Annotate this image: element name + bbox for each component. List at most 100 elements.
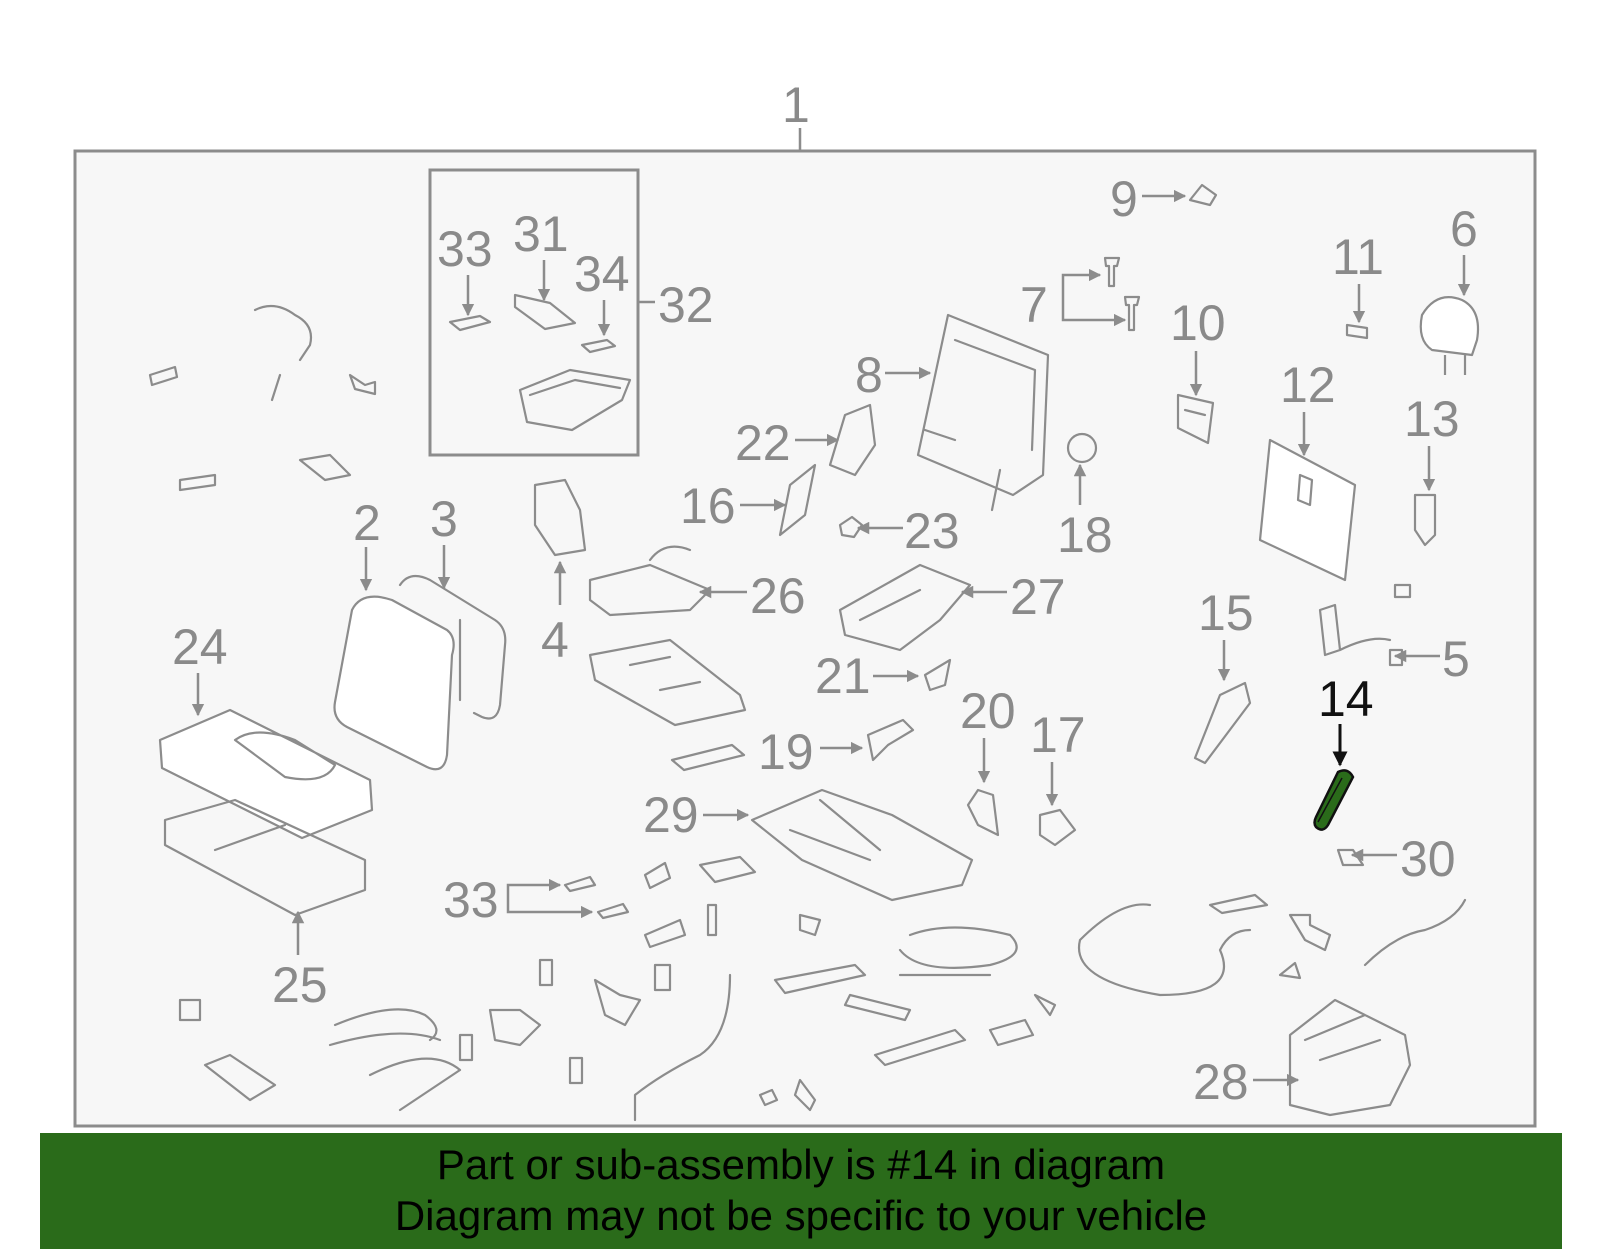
part-bracket-b	[670, 743, 746, 772]
callout-29: 29	[643, 787, 750, 843]
part-misc-6	[1208, 893, 1269, 915]
svg-text:8: 8	[855, 347, 883, 403]
part-34-clip	[448, 314, 492, 332]
callout-24: 24	[172, 619, 228, 717]
part-33-cover	[513, 293, 577, 331]
svg-text:17: 17	[1030, 707, 1086, 763]
callout-28: 28	[1193, 1054, 1300, 1110]
part-rail-1	[773, 963, 912, 1022]
part-clip-b	[178, 473, 217, 492]
callout-21: 21	[815, 648, 920, 704]
svg-text:5: 5	[1442, 631, 1470, 687]
callout-31: 33	[443, 872, 594, 928]
callout-11: 11	[1332, 229, 1384, 324]
part-11-clip	[1345, 323, 1369, 340]
svg-text:31: 31	[513, 206, 569, 262]
part-misc-7	[1288, 913, 1332, 952]
callout-27: 27	[960, 569, 1066, 625]
label-assembly: 1	[782, 77, 810, 133]
part-30-clip	[1336, 848, 1365, 867]
callout-33: 31	[513, 206, 569, 302]
part-18-knob	[1066, 432, 1098, 464]
svg-text:3: 3	[430, 491, 458, 547]
svg-text:24: 24	[172, 619, 228, 675]
part-13-clip	[1413, 493, 1437, 547]
part-misc-19	[758, 1078, 817, 1112]
group-box-32	[428, 168, 640, 457]
callout-16: 16	[680, 478, 787, 534]
svg-text:25: 25	[272, 957, 328, 1013]
part-10-bracket	[1176, 393, 1215, 445]
callout-13: 13	[1404, 391, 1460, 492]
part-misc-2	[698, 855, 757, 884]
part-misc-10	[593, 978, 642, 1027]
callout-17: 17	[1030, 707, 1086, 807]
part-21-clip	[923, 658, 952, 692]
callout-30: 30	[1350, 831, 1456, 887]
part-harness-a	[253, 304, 313, 402]
part-misc-3	[643, 918, 687, 949]
part-misc-14	[178, 998, 202, 1022]
svg-text:27: 27	[1010, 569, 1066, 625]
svg-text:26: 26	[750, 568, 806, 624]
part-misc-11	[653, 963, 672, 992]
part-7-bolt-b	[1123, 295, 1141, 332]
callout-15: 15	[1198, 585, 1254, 682]
part-cable-4	[633, 973, 732, 1122]
svg-text:13: 13	[1404, 391, 1460, 447]
part-cable-3	[1363, 898, 1467, 967]
svg-text:33: 33	[437, 221, 493, 277]
part-12-back-board	[1258, 438, 1357, 582]
callout-12: 12	[1280, 357, 1336, 457]
part-misc-16	[488, 1008, 542, 1047]
svg-text:4: 4	[541, 612, 569, 668]
part-17-bracket	[1038, 808, 1077, 847]
part-23-clip	[838, 515, 864, 539]
part-15-cover	[1193, 681, 1252, 765]
svg-text:29: 29	[643, 787, 699, 843]
svg-text:33: 33	[443, 872, 499, 928]
part-misc-17	[458, 1033, 474, 1062]
part-2-seatback-cover	[333, 595, 455, 771]
part-25-cushion-pad	[163, 798, 367, 917]
svg-text:7: 7	[1020, 277, 1048, 333]
callout-34: 33	[437, 221, 493, 317]
part-24-cushion-cover	[158, 708, 374, 840]
part-9-cap	[1188, 183, 1218, 207]
part-27-frame	[838, 563, 972, 652]
part-cable-1	[898, 926, 1018, 977]
part-misc-18	[568, 1056, 584, 1085]
callout-10: 10	[1170, 295, 1226, 397]
svg-text:23: 23	[904, 503, 960, 559]
part-29-frame	[750, 788, 974, 902]
part-28-seat-frame	[1288, 998, 1412, 1117]
callout-20: 20	[960, 683, 1016, 784]
svg-text:19: 19	[758, 724, 814, 780]
callout-19: 19	[758, 724, 864, 780]
part-small-cap	[1393, 583, 1412, 599]
part-misc-13	[1033, 993, 1057, 1017]
svg-text:30: 30	[1400, 831, 1456, 887]
callout-4: 4	[541, 560, 569, 668]
banner-line-part: Part or sub-assembly is #14 in diagram	[436, 1141, 1166, 1188]
part-misc-12	[988, 1018, 1035, 1047]
part-cable-5	[328, 1008, 462, 1112]
part-cable-2	[1077, 903, 1252, 997]
svg-text:20: 20	[960, 683, 1016, 739]
callout-8: 8	[855, 347, 932, 403]
svg-text:11: 11	[1332, 229, 1384, 285]
part-31-clip-b	[596, 902, 630, 920]
callout-9: 9	[1110, 171, 1187, 227]
assembly-frame	[73, 149, 1537, 1128]
part-misc-9	[538, 958, 554, 987]
part-5-switch	[1318, 603, 1404, 667]
svg-text:9: 9	[1110, 171, 1138, 227]
callout-3: 3	[430, 491, 458, 590]
svg-text:16: 16	[680, 478, 736, 534]
part-latch-a	[298, 453, 352, 482]
part-14-cover-ridge	[1317, 777, 1343, 823]
part-35-clip	[580, 338, 617, 354]
callout-2: 2	[353, 495, 381, 592]
svg-text:15: 15	[1198, 585, 1254, 641]
callout-26: 26	[698, 568, 806, 624]
